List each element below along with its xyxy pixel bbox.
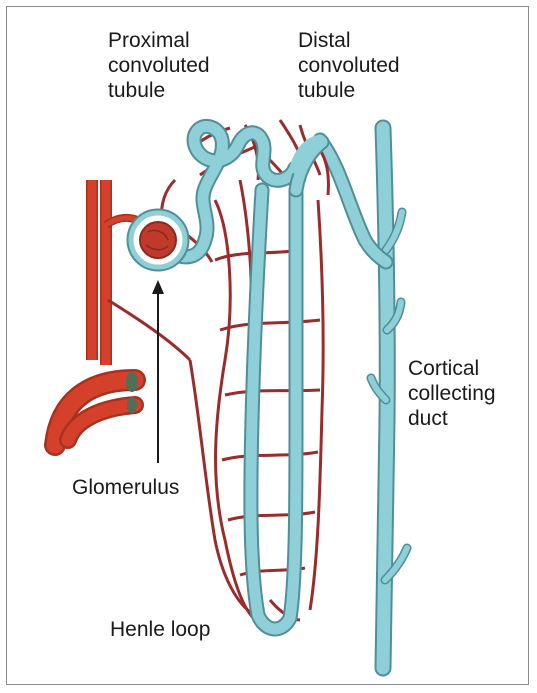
distal-label-line-3: tubule	[298, 78, 400, 103]
collecting-duct	[320, 128, 407, 668]
proximal-label-line-1: Proximal	[108, 28, 210, 53]
glomerulus	[128, 210, 188, 270]
cortical-label-line-2: collecting	[408, 381, 496, 406]
distal-label-line-1: Distal	[298, 28, 400, 53]
proximal-label-line-3: tubule	[108, 78, 210, 103]
cortical-label-line-1: Cortical	[408, 356, 496, 381]
distal-tubule-label: Distal convoluted tubule	[298, 28, 400, 103]
henle-loop-label: Henle loop	[110, 617, 210, 642]
proximal-tubule-label: Proximal convoluted tubule	[108, 28, 210, 103]
cortical-label-line-3: duct	[408, 406, 496, 431]
glomerulus-pointer	[152, 280, 164, 463]
distal-label-line-2: convoluted	[298, 53, 400, 78]
glomerulus-label: Glomerulus	[72, 475, 179, 500]
collecting-duct-label: Cortical collecting duct	[408, 356, 496, 431]
proximal-label-line-2: convoluted	[108, 53, 210, 78]
